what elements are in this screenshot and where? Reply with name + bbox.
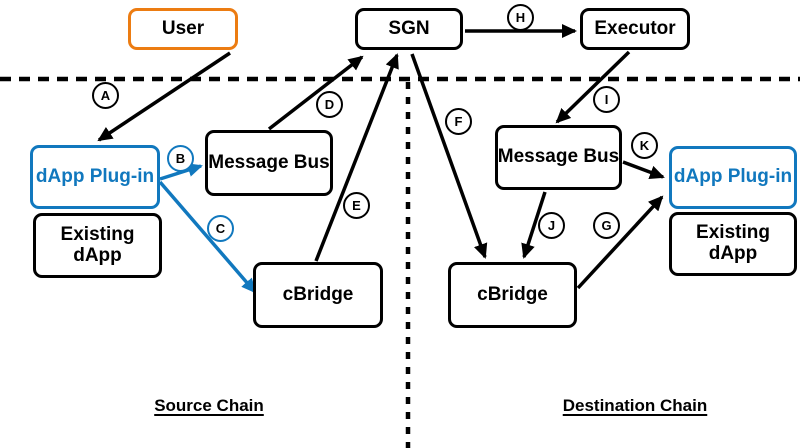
arrow-a — [97, 51, 231, 142]
node-existing-dapp-destination: Existing dApp — [669, 212, 797, 276]
step-badge-f-label: F — [454, 114, 463, 129]
node-user: User — [128, 8, 238, 50]
node-dapp-plugin-destination: dApp Plug-in — [669, 146, 797, 209]
node-sgn: SGN — [355, 8, 463, 50]
arrow-e — [314, 53, 399, 262]
node-cbridge-source: cBridge — [253, 262, 383, 328]
step-badge-h-label: H — [515, 10, 526, 25]
node-message-bus-source-label: Message Bus — [208, 151, 330, 173]
node-existing-dapp-source: Existing dApp — [33, 213, 162, 278]
node-executor-label: Executor — [594, 17, 676, 39]
step-badge-b: B — [167, 145, 194, 172]
step-badge-e-label: E — [352, 198, 361, 213]
node-cbridge-destination: cBridge — [448, 262, 577, 328]
arrow-i — [555, 50, 631, 124]
step-badge-g-label: G — [601, 218, 612, 233]
step-badge-j-label: J — [547, 218, 556, 233]
node-sgn-label: SGN — [388, 17, 430, 39]
node-cbridge-destination-label: cBridge — [477, 283, 548, 305]
node-executor: Executor — [580, 8, 690, 50]
node-dapp-plugin-destination-label: dApp Plug-in — [673, 166, 793, 188]
step-badge-j: J — [538, 212, 565, 239]
node-user-label: User — [161, 17, 205, 39]
step-badge-i-label: I — [604, 92, 609, 107]
arrow-c — [158, 180, 257, 294]
step-badge-g: G — [593, 212, 620, 239]
node-cbridge-source-label: cBridge — [282, 283, 354, 305]
step-badge-c-label: C — [215, 221, 226, 236]
step-badge-b-label: B — [175, 151, 186, 166]
destination-chain-label: Destination Chain — [562, 396, 708, 415]
step-badge-i: I — [593, 86, 620, 113]
node-message-bus-destination-label: Message Bus — [497, 146, 620, 168]
arrow-b — [159, 163, 203, 181]
step-badge-a: A — [92, 82, 119, 109]
step-badge-f: F — [445, 108, 472, 135]
node-dapp-plugin-source: dApp Plug-in — [30, 145, 160, 209]
step-badge-d: D — [316, 91, 343, 118]
step-badge-k-label: K — [639, 138, 650, 153]
arrow-g — [576, 195, 664, 290]
step-badge-h: H — [507, 4, 534, 31]
node-dapp-plugin-source-label: dApp Plug-in — [35, 165, 155, 187]
step-badge-e: E — [343, 192, 370, 219]
arrow-j — [521, 191, 547, 259]
node-message-bus-source: Message Bus — [205, 130, 333, 196]
source-chain-label: Source Chain — [154, 396, 264, 415]
arrow-f — [410, 53, 488, 259]
step-badge-d-label: D — [324, 97, 335, 112]
node-message-bus-destination: Message Bus — [495, 125, 622, 190]
arrow-d — [267, 55, 364, 131]
step-badge-c: C — [207, 215, 234, 242]
step-badge-a-label: A — [100, 88, 111, 103]
arrow-k — [622, 160, 665, 179]
node-existing-dapp-source-label: Existing dApp — [60, 223, 135, 266]
node-existing-dapp-destination-label: Existing dApp — [696, 222, 770, 264]
step-badge-k: K — [631, 132, 658, 159]
